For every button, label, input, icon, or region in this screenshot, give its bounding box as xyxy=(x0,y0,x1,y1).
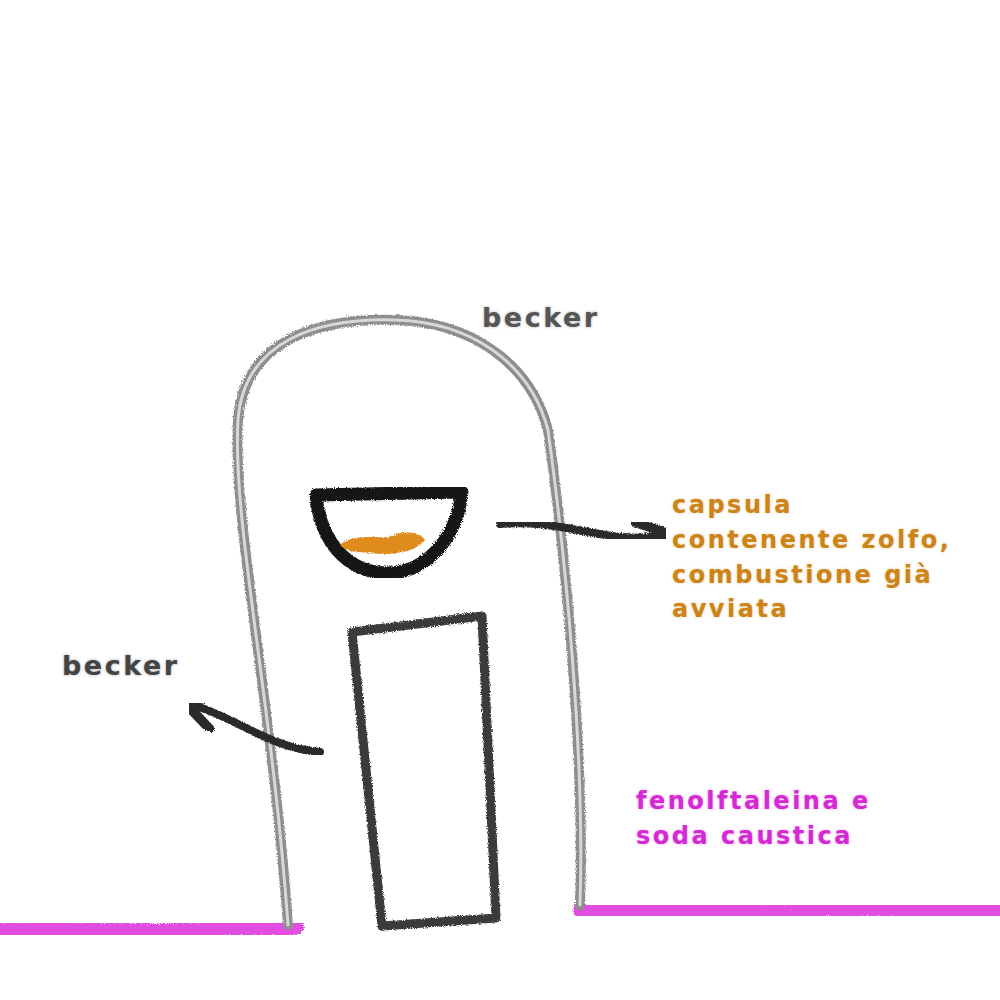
part-label: becker xyxy=(482,298,600,337)
liquid-band-left xyxy=(0,926,295,932)
part-label: becker xyxy=(62,646,180,685)
capsule-leader-arrow xyxy=(500,523,658,538)
inverted-beaker-highlight xyxy=(237,320,580,925)
support-beaker-leader-arrow xyxy=(196,706,320,752)
burning-sulfur xyxy=(340,533,425,555)
support-beaker xyxy=(352,616,496,926)
capsule xyxy=(316,492,462,573)
callout-label: capsula contenente zolfo, combustione gi… xyxy=(672,488,967,627)
inverted-beaker xyxy=(237,320,580,925)
liquid-band-right xyxy=(582,908,1000,913)
solution-label: fenolftaleina e soda caustica xyxy=(636,784,936,854)
